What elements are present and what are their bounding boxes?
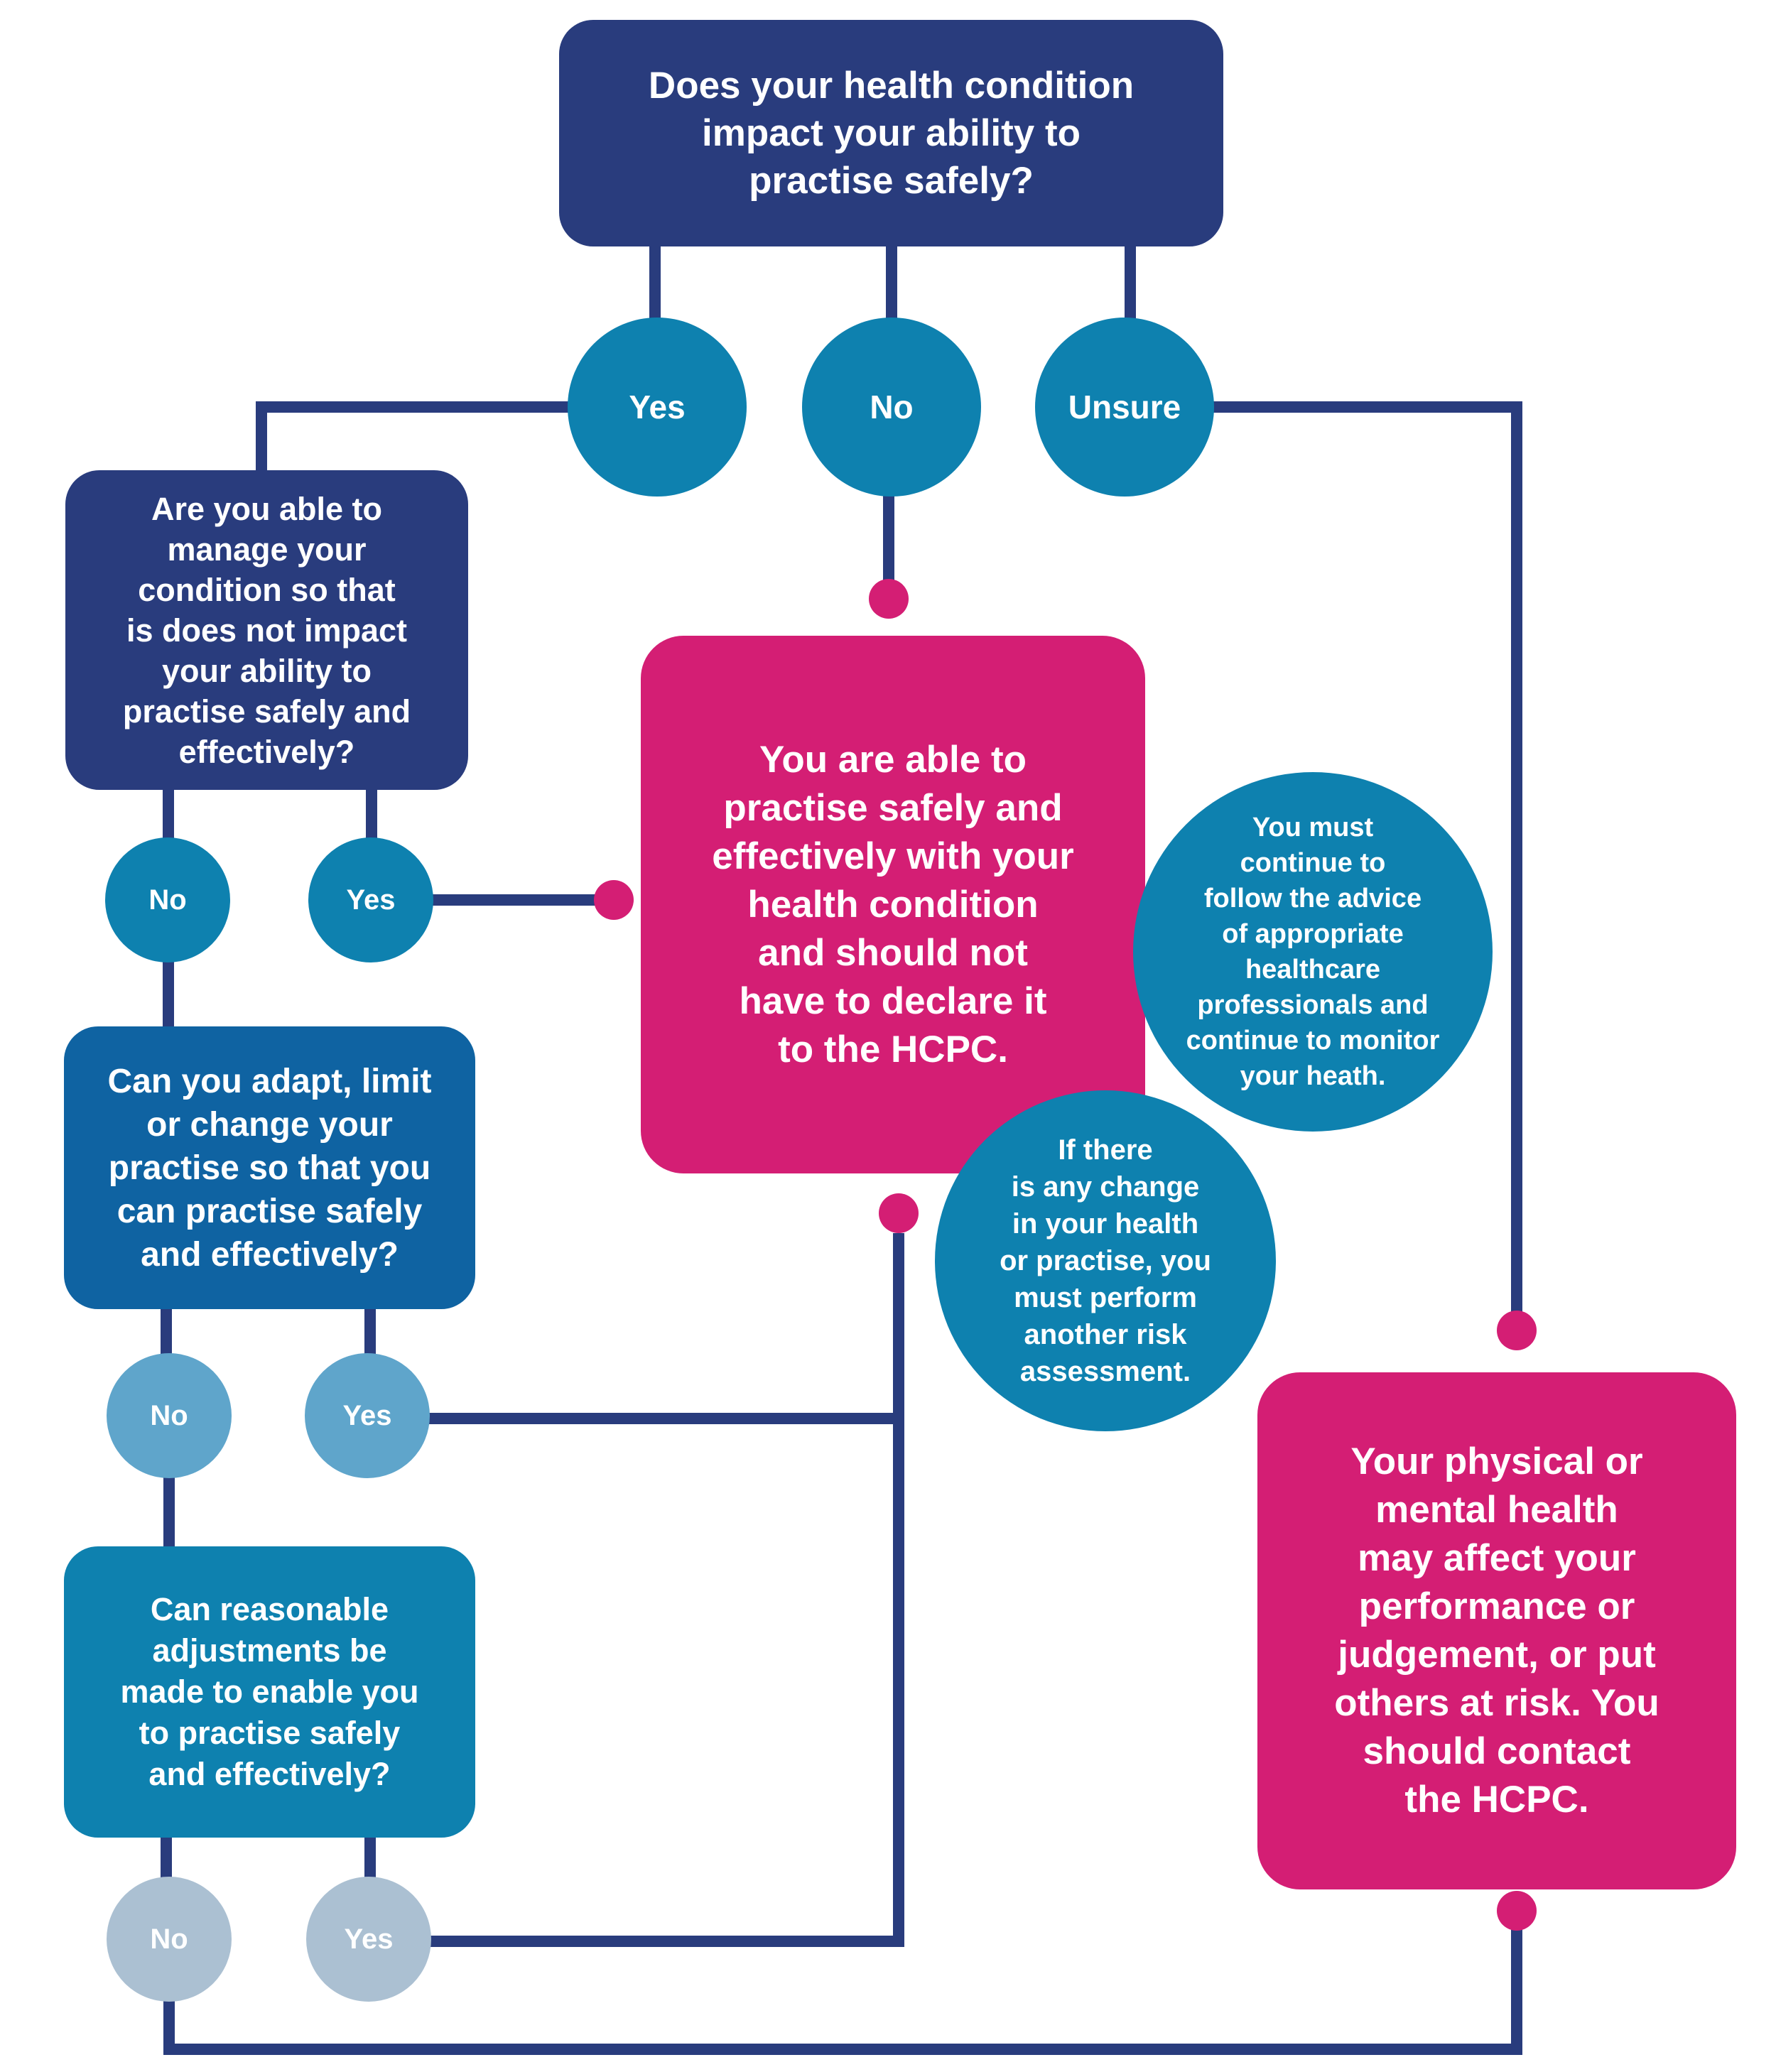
note-circle-follow-advice: You must continue to follow the advice o… bbox=[1133, 772, 1493, 1132]
connector-no1-to-dot bbox=[883, 490, 894, 582]
connector-no4-down bbox=[163, 1997, 175, 2055]
connector-bottom-horizontal bbox=[163, 2044, 1522, 2055]
connector-return-vertical bbox=[893, 1233, 904, 1947]
question-text: Can you adapt, limit or change your prac… bbox=[107, 1062, 432, 1274]
connector-no3-to-q4 bbox=[163, 1470, 175, 1559]
note-text: You must continue to follow the advice o… bbox=[1186, 813, 1440, 1091]
question-box-adapt-practise: Can you adapt, limit or change your prac… bbox=[64, 1026, 475, 1309]
connector-no2-to-q3 bbox=[163, 955, 174, 1041]
answer-circle-q3-no: No bbox=[107, 1353, 232, 1478]
answer-label: Yes bbox=[344, 1923, 394, 1955]
answer-label: No bbox=[870, 389, 914, 425]
answer-label: No bbox=[150, 1923, 188, 1955]
connector-yes1-horizontal bbox=[256, 401, 590, 413]
connector-yes4-horizontal bbox=[391, 1936, 904, 1947]
note-circle-risk-assessment: If there is any change in your health or… bbox=[935, 1090, 1276, 1431]
answer-label: Yes bbox=[346, 884, 396, 916]
junction-dot-above-outcome bbox=[869, 579, 909, 619]
answer-label: Yes bbox=[342, 1399, 392, 1431]
question-text: Does your health condition impact your a… bbox=[648, 65, 1135, 202]
answer-circle-q4-no: No bbox=[107, 1877, 232, 2002]
answer-circle-q4-yes: Yes bbox=[306, 1877, 431, 2002]
connector-yes3-horizontal bbox=[391, 1413, 904, 1424]
answer-label: No bbox=[148, 884, 187, 916]
question-box-health-impact: Does your health condition impact your a… bbox=[559, 20, 1223, 246]
outcome-box-contact-hcpc: Your physical or mental health may affec… bbox=[1257, 1372, 1736, 1889]
answer-label: No bbox=[150, 1399, 188, 1431]
answer-circle-q1-no: No bbox=[802, 318, 981, 497]
answer-circle-q1-unsure: Unsure bbox=[1035, 318, 1214, 497]
answer-label: Yes bbox=[629, 389, 686, 425]
junction-dot-above-contact bbox=[1497, 1311, 1537, 1350]
connector-yes2-to-dot bbox=[391, 894, 614, 906]
answer-circle-q1-yes: Yes bbox=[568, 318, 747, 497]
connector-unsure-down bbox=[1511, 401, 1522, 1318]
connector-unsure-horizontal bbox=[1208, 401, 1522, 413]
connector-bottom-up-to-dot bbox=[1511, 1925, 1522, 2055]
question-text: Can reasonable adjustments be made to en… bbox=[120, 1591, 419, 1792]
outcome-box-no-declare: You are able to practise safely and effe… bbox=[641, 636, 1145, 1173]
question-text: Are you able to manage your condition so… bbox=[122, 490, 411, 770]
answer-circle-q2-yes: Yes bbox=[308, 837, 433, 962]
junction-dot-below-contact bbox=[1497, 1891, 1537, 1931]
question-box-reasonable-adjustments: Can reasonable adjustments be made to en… bbox=[64, 1546, 475, 1838]
answer-label: Unsure bbox=[1068, 389, 1181, 425]
junction-dot-below-outcome bbox=[879, 1193, 919, 1233]
note-text: If there is any change in your health or… bbox=[1000, 1134, 1211, 1387]
answer-circle-q2-no: No bbox=[105, 837, 230, 962]
question-box-manage-condition: Are you able to manage your condition so… bbox=[65, 470, 468, 790]
outcome-text: Your physical or mental health may affec… bbox=[1334, 1441, 1659, 1821]
junction-dot-yes2 bbox=[594, 880, 634, 920]
outcome-text: You are able to practise safely and effe… bbox=[712, 738, 1074, 1070]
answer-circle-q3-yes: Yes bbox=[305, 1353, 430, 1478]
